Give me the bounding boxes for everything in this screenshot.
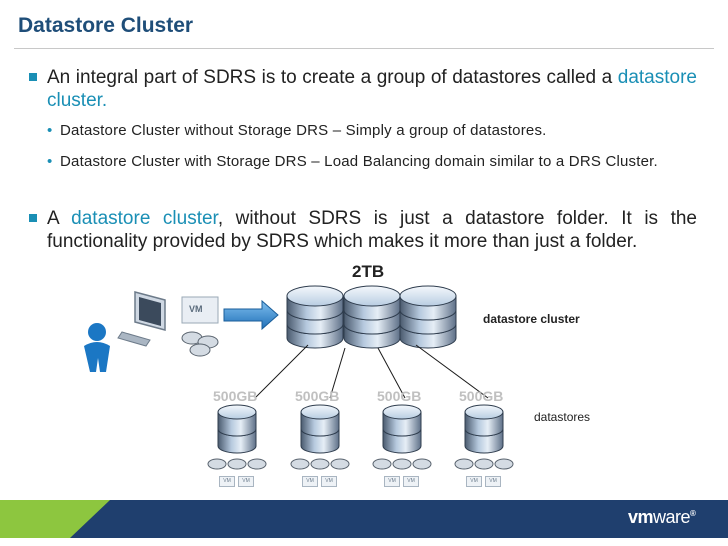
bullet-2-text-a: A [47, 208, 72, 229]
vm-tag-icon: VM [321, 476, 337, 487]
sub-bullet-1: • Datastore Cluster without Storage DRS … [47, 120, 697, 141]
vmware-logo: vmware® [628, 507, 696, 528]
vm-tag-icon: VM [219, 476, 235, 487]
datastore-size-3: 500GB [377, 388, 422, 404]
datastore-size-4: 500GB [459, 388, 504, 404]
arrow-right-icon [223, 299, 279, 331]
slide-title: Datastore Cluster [18, 14, 194, 37]
connector-lines [254, 344, 489, 399]
hard-disk-icon [181, 331, 219, 357]
title-divider [14, 48, 714, 49]
computer-icon [117, 291, 166, 347]
vm-tag-icon: VM [403, 476, 419, 487]
datastores-row [207, 404, 514, 470]
datastore-size-1: 500GB [213, 388, 258, 404]
cluster-label: datastore cluster [483, 312, 580, 326]
logo-ware: ware [653, 507, 691, 527]
vm-badge-label: VM [189, 304, 203, 314]
user-icon [84, 323, 110, 372]
vm-tag-icon: VM [485, 476, 501, 487]
bullet-1: An integral part of SDRS is to create a … [29, 66, 697, 112]
footer-bar [0, 500, 728, 538]
cluster-size-label: 2TB [352, 262, 385, 281]
datastore-cluster-icon [286, 285, 457, 349]
vm-tag-icon: VM [384, 476, 400, 487]
vm-box-icon [181, 296, 219, 324]
datastore-size-2: 500GB [295, 388, 340, 404]
bullet-1-text: An integral part of SDRS is to create a … [47, 67, 618, 88]
footer-navy-shape [70, 500, 728, 538]
vm-tag-icon: VM [238, 476, 254, 487]
vm-tag-icon: VM [466, 476, 482, 487]
square-bullet-icon [29, 214, 37, 222]
bullet-1-highlight: datastore cluster. [47, 67, 697, 111]
bullet-2: A datastore cluster, without SDRS is jus… [29, 207, 697, 253]
square-bullet-icon [29, 73, 37, 81]
sub-bullet-2: • Datastore Cluster with Storage DRS – L… [47, 151, 697, 172]
bullet-2-highlight: datastore cluster [71, 208, 218, 229]
dot-bullet-icon: • [47, 122, 53, 139]
logo-mark: ® [690, 509, 696, 518]
sub-bullet-1-text: Datastore Cluster without Storage DRS – … [60, 122, 547, 139]
logo-vm: vm [628, 507, 654, 527]
datastores-label: datastores [534, 410, 591, 424]
dot-bullet-icon: • [47, 153, 53, 170]
vm-tag-icon: VM [302, 476, 318, 487]
bullet-2-text-b: , without SDRS is just a datastore folde… [47, 208, 697, 252]
sub-bullet-2-text: Datastore Cluster with Storage DRS – Loa… [60, 153, 658, 170]
